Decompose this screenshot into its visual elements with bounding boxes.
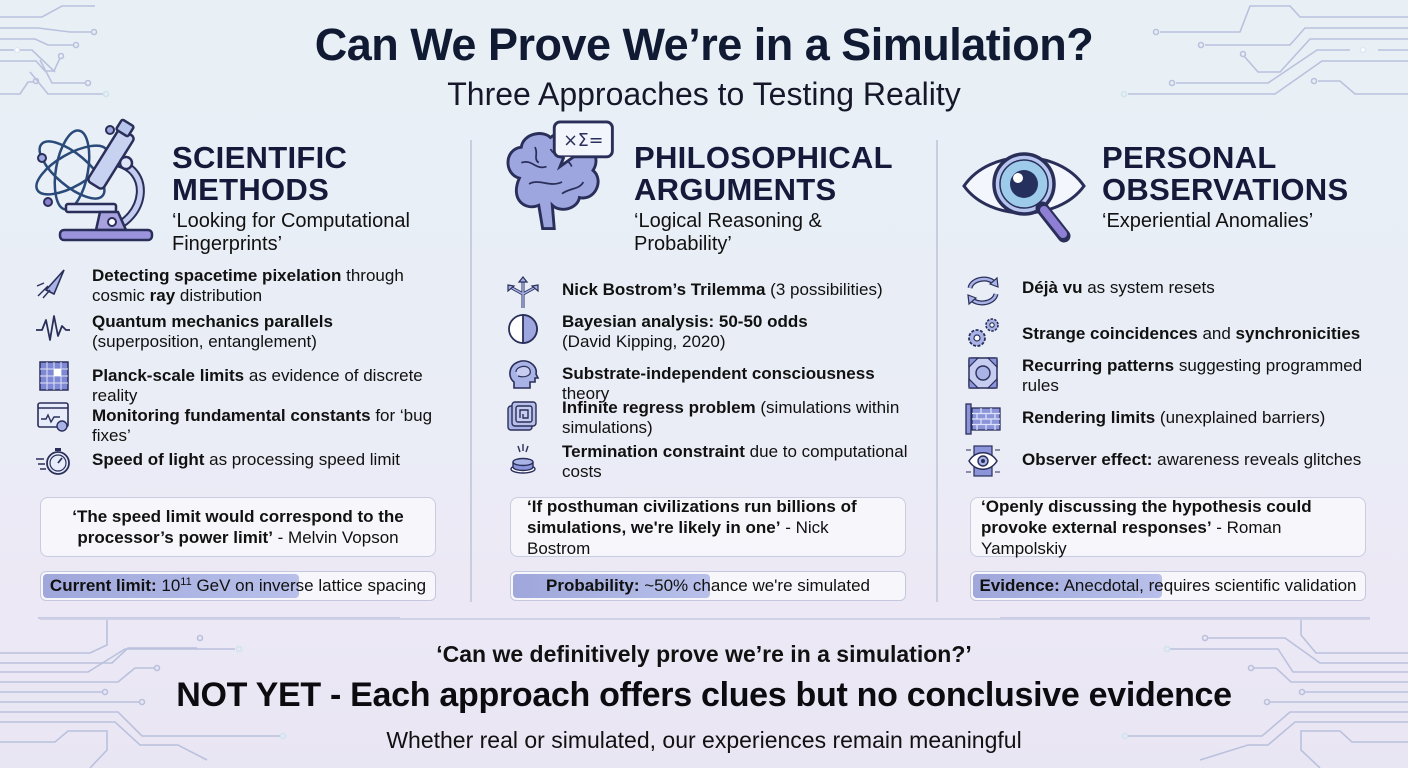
column-title: SCIENTIFIC METHODS	[172, 140, 348, 207]
column-tagline: ‘Looking for Computational Fingerprints’	[172, 210, 410, 255]
status-meter: Probability: ~50% chance we're simulated	[510, 571, 906, 601]
stopwatch-icon	[36, 448, 70, 475]
list-item: Quantum mechanics parallels (superpositi…	[30, 312, 460, 352]
gears-icon	[968, 318, 999, 347]
svg-text:×Σ=: ×Σ=	[563, 131, 603, 151]
header: Can We Prove We’re in a Simulation? Thre…	[0, 18, 1408, 114]
quote-box: ‘If posthuman civilizations run billions…	[510, 497, 906, 558]
list-item: Speed of light as processing speed limit	[30, 444, 460, 478]
eye-glitch-icon	[966, 445, 1000, 477]
column-divider	[936, 140, 938, 602]
nested-squares-icon	[507, 401, 537, 431]
conclusion-verdict: NOT YET - Each approach offers clues but…	[176, 676, 1232, 714]
page-title: Can We Prove We’re in a Simulation?	[314, 19, 1094, 70]
column-title: PHILOSOPHICAL ARGUMENTS	[634, 140, 893, 207]
column-divider	[470, 140, 472, 602]
cosmic-ray-icon	[36, 269, 65, 299]
column-title: PERSONAL OBSERVATIONS	[1102, 140, 1349, 207]
list-item: Recurring patterns suggesting programmed…	[960, 356, 1380, 396]
pixel-grid-icon	[39, 361, 69, 391]
status-meter: Evidence: Anecdotal, requires scientific…	[970, 571, 1366, 601]
footer-divider	[40, 618, 1370, 620]
page-subtitle: Three Approaches to Testing Reality	[447, 76, 961, 112]
column-personal-observations: PERSONAL OBSERVATIONS ‘Experiential Anom…	[960, 118, 1380, 601]
meter-fill	[513, 574, 710, 598]
column-tagline: ‘Experiential Anomalies’	[1102, 210, 1314, 232]
list-item: Bayesian analysis: 50-50 odds (David Kip…	[500, 312, 920, 352]
brick-wall-icon	[965, 403, 1001, 435]
list-item: Termination constraint due to computatio…	[500, 442, 920, 482]
brain-formula-icon: ×Σ=	[506, 120, 614, 230]
list-item: Déjà vu as system resets	[960, 274, 1380, 308]
quote-box: ‘The speed limit would correspond to the…	[40, 497, 436, 557]
list-item: Rendering limits (unexplained barriers)	[960, 402, 1380, 436]
list-item: Infinite regress problem (simulations wi…	[500, 398, 920, 438]
microscope-atom-icon	[35, 118, 154, 242]
eye-magnifier-icon	[962, 152, 1086, 243]
list-item: Detecting spacetime pixelation through c…	[30, 266, 460, 306]
meter-fill	[43, 574, 300, 598]
column-tagline: ‘Logical Reasoning & Probability’	[634, 210, 822, 255]
head-brain-icon	[509, 360, 540, 389]
status-meter: Current limit: 1011 GeV on inverse latti…	[40, 571, 436, 601]
pattern-frame-icon	[968, 357, 998, 389]
list-item: Observer effect: awareness reveals glitc…	[960, 444, 1380, 478]
list-item: Nick Bostrom’s Trilemma (3 possibilities…	[500, 276, 920, 310]
monitor-constants-icon	[37, 402, 69, 432]
conclusion-closing: Whether real or simulated, our experienc…	[386, 727, 1022, 753]
list-item: Planck-scale limits as evidence of discr…	[30, 360, 460, 406]
list-item: Monitoring fundamental constants for ‘bu…	[30, 400, 460, 446]
off-button-icon	[510, 444, 536, 474]
column-scientific-methods: SCIENTIFIC METHODS ‘Looking for Computat…	[30, 118, 460, 601]
refresh-arrows-icon	[967, 276, 999, 306]
waveform-icon	[36, 315, 70, 341]
half-circle-icon	[508, 314, 538, 344]
column-philosophical-arguments: ×Σ= PHILOSOPHICAL ARGUMENTS ‘Logical Rea…	[500, 118, 920, 601]
meter-fill	[973, 574, 1163, 598]
quote-box: ‘Openly discussing the hypothesis could …	[970, 497, 1366, 558]
conclusion: ‘Can we definitively prove we’re in a si…	[0, 640, 1408, 754]
conclusion-question: ‘Can we definitively prove we’re in a si…	[436, 641, 972, 667]
branching-arrows-icon	[507, 276, 539, 308]
list-item: Strange coincidences and synchronicities	[960, 316, 1380, 350]
list-item: Substrate-independent consciousness theo…	[500, 358, 920, 404]
